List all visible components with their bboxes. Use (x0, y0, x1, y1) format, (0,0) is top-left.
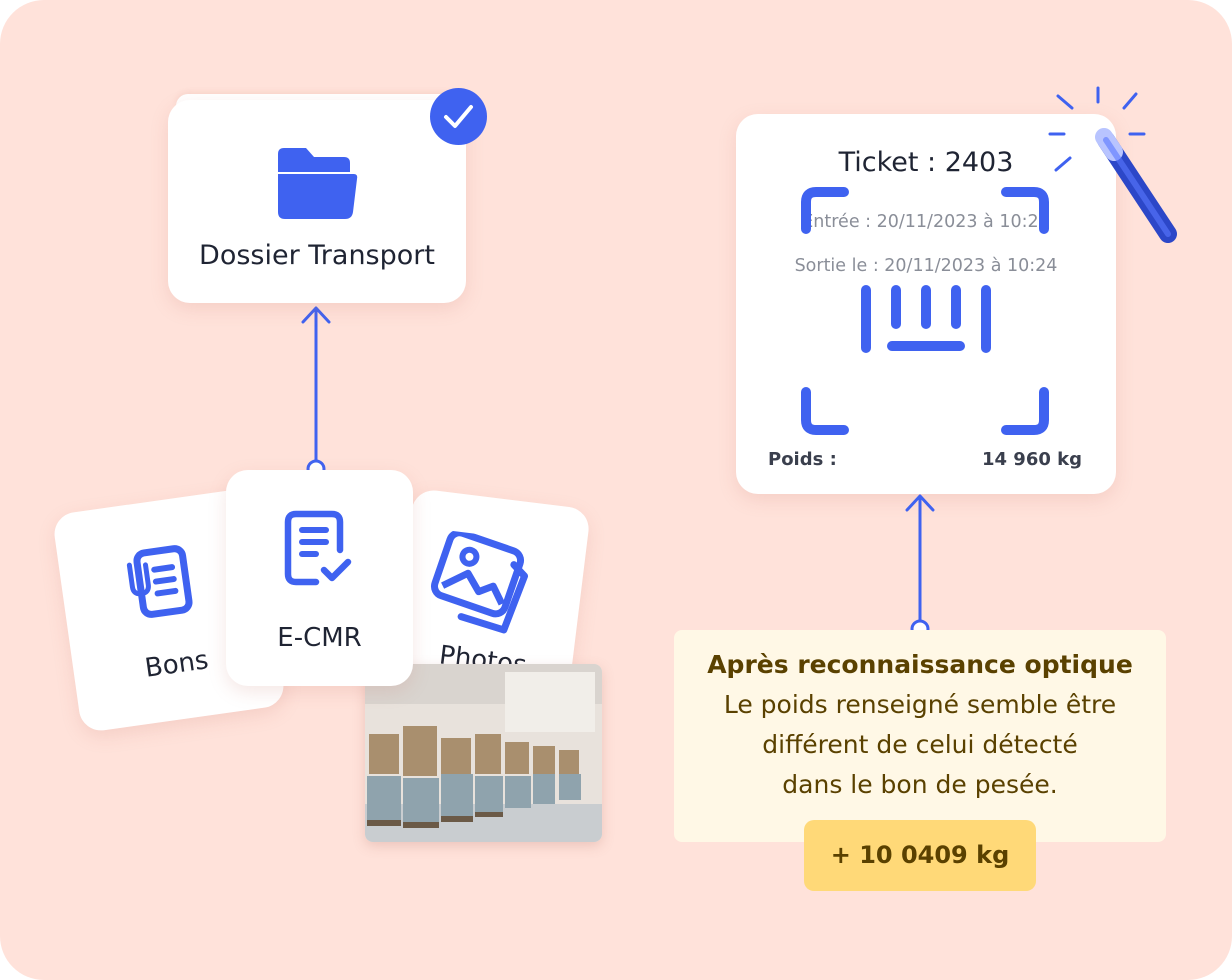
clipped-document-icon (126, 545, 193, 618)
notice-title: Après reconnaissance optique (707, 650, 1133, 679)
poids-label: Poids : (768, 449, 837, 470)
dossier-label: Dossier Transport (199, 240, 435, 271)
connector-ecmr-to-dossier (301, 306, 331, 479)
connector-notice-to-ticket (905, 494, 935, 639)
warehouse-photo (365, 664, 602, 842)
magic-wand-icon (1048, 86, 1177, 243)
notice-line: Le poids renseigné semble être (723, 690, 1117, 719)
barcode-scan-icon (801, 187, 1049, 435)
document-card-ecmr[interactable]: E-CMR (226, 470, 413, 686)
weighing-ticket-card[interactable]: Ticket : 2403 Entrée : 20/11/2023 à 10:2… (736, 114, 1116, 494)
document-label-ecmr: E-CMR (277, 623, 362, 653)
folder-icon (278, 148, 358, 219)
weight-difference-badge: + 10 0409 kg (804, 820, 1036, 891)
dossier-transport-card[interactable]: Dossier Transport (168, 100, 466, 303)
images-icon (430, 529, 529, 634)
check-icon (430, 88, 487, 145)
poids-value: 14 960 kg (981, 449, 1082, 470)
checked-document-icon (284, 510, 352, 586)
notice-line: dans le bon de pesée. (782, 770, 1058, 799)
notice-line: différent de celui détecté (762, 730, 1078, 759)
ticket-title: Ticket : 2403 (838, 147, 1014, 178)
ocr-warning-notice: Après reconnaissance optique Le poids re… (674, 630, 1166, 842)
ticket-sortie: Sortie le : 20/11/2023 à 10:24 (794, 256, 1058, 276)
document-card-bons[interactable]: Bons (51, 486, 287, 734)
ticket-entree: Entrée : 20/11/2023 à 10:24 (802, 212, 1050, 232)
document-card-photos[interactable]: Photos (386, 487, 592, 735)
